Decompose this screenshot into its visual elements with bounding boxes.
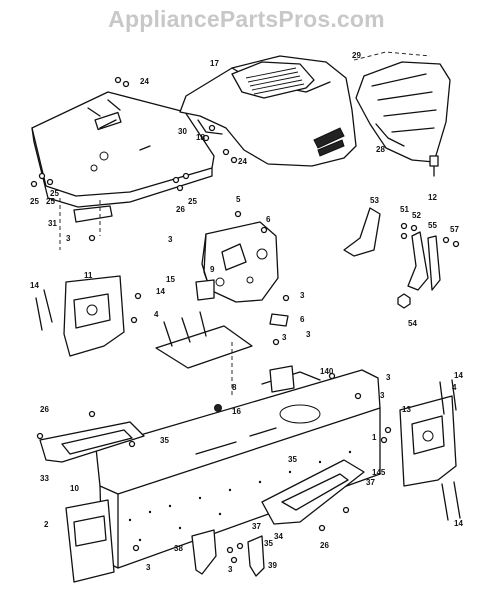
footrest-right-part	[261, 459, 365, 532]
callout-11: 11	[84, 271, 93, 280]
callout-1: 1	[372, 433, 377, 442]
callout-28: 28	[376, 145, 385, 154]
callout-2: 2	[44, 520, 49, 529]
callout-30: 30	[178, 127, 187, 136]
callout-24: 24	[140, 77, 149, 86]
callout-9: 9	[210, 265, 215, 274]
callout-145: 145	[372, 468, 386, 477]
callout-3: 3	[66, 234, 71, 243]
callout-14: 14	[454, 371, 463, 380]
callout-51: 51	[400, 205, 409, 214]
callout-39: 39	[268, 561, 277, 570]
dash-panel-part	[31, 91, 215, 208]
callout-25: 25	[46, 197, 55, 206]
callout-18: 18	[196, 133, 205, 142]
callout-52: 52	[412, 211, 421, 220]
callout-16: 16	[232, 407, 241, 416]
callout-33: 33	[40, 474, 49, 483]
callout-13: 13	[402, 405, 411, 414]
lower-bracket-group	[191, 529, 265, 577]
callout-26: 26	[40, 405, 49, 414]
callout-29: 29	[352, 51, 361, 60]
footrest-left-part	[36, 410, 145, 463]
callout-3: 3	[306, 330, 311, 339]
callout-8: 8	[232, 383, 237, 392]
callout-24: 24	[238, 157, 247, 166]
frame-part	[95, 365, 381, 569]
callout-54: 54	[408, 319, 417, 328]
callout-53: 53	[370, 196, 379, 205]
left-side-panel-part	[35, 275, 142, 357]
callout-57: 57	[450, 225, 459, 234]
callout-31: 31	[48, 219, 57, 228]
watermark: AppliancePartsPros.com	[108, 6, 385, 32]
steering-bracket-group	[343, 207, 460, 309]
callout-4: 4	[452, 383, 457, 392]
callout-25: 25	[188, 197, 197, 206]
callout-37: 37	[366, 478, 375, 487]
callout-14: 14	[30, 281, 39, 290]
callout-35: 35	[264, 539, 273, 548]
callout-25: 25	[50, 189, 59, 198]
callout-25: 25	[30, 197, 39, 206]
callout-35: 35	[160, 436, 169, 445]
callout-4: 4	[154, 310, 159, 319]
callout-35: 35	[288, 455, 297, 464]
callout-6: 6	[300, 315, 305, 324]
callout-3: 3	[386, 373, 391, 382]
callout-6: 6	[266, 215, 271, 224]
callout-14: 14	[156, 287, 165, 296]
callout-5: 5	[236, 195, 241, 204]
callout-3: 3	[146, 563, 151, 572]
callout-15: 15	[166, 275, 175, 284]
callout-10: 10	[70, 484, 79, 493]
callout-26: 26	[320, 541, 329, 550]
control-panel-part	[201, 210, 279, 303]
callout-26: 26	[176, 205, 185, 214]
right-side-panel-part	[380, 379, 461, 521]
callout-38: 38	[174, 544, 183, 553]
callout-34: 34	[274, 532, 283, 541]
floor-plate-part	[155, 279, 290, 412]
hood-part	[179, 55, 357, 167]
callout-3: 3	[228, 565, 233, 574]
callout-12: 12	[428, 193, 437, 202]
callout-3: 3	[282, 333, 287, 342]
callout-37: 37	[252, 522, 261, 531]
callout-14: 14	[454, 519, 463, 528]
callout-3: 3	[168, 235, 173, 244]
callout-55: 55	[428, 221, 437, 230]
callout-140: 140	[320, 367, 334, 376]
fastener-group-upper	[30, 76, 238, 192]
callout-3: 3	[300, 291, 305, 300]
grille-part	[353, 51, 451, 177]
callout-3: 3	[380, 391, 385, 400]
callout-17: 17	[210, 59, 219, 68]
front-bracket-part	[65, 499, 140, 583]
bracket-31	[59, 198, 113, 250]
